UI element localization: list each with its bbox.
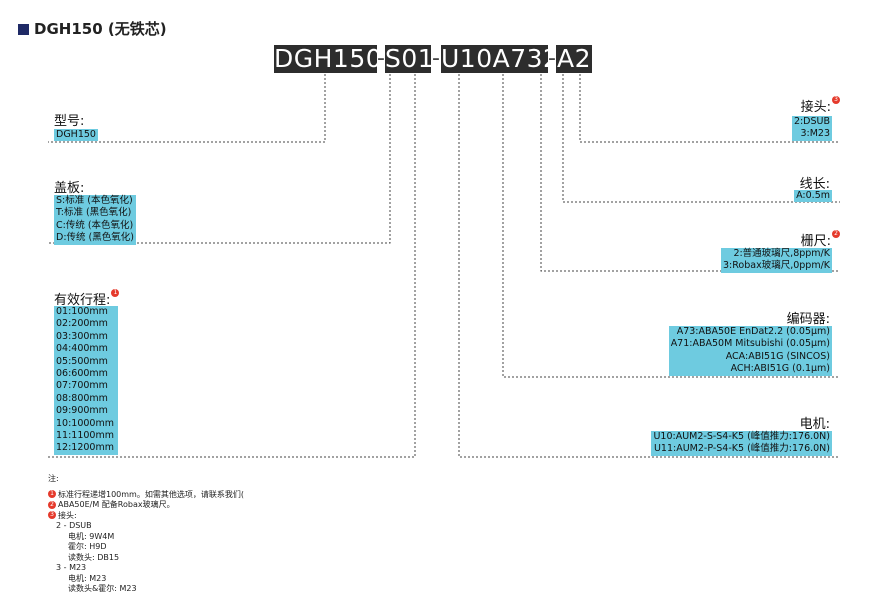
note-sub-line: 电机: 9W4M bbox=[68, 531, 115, 541]
stroke-option: 06:600mm bbox=[56, 368, 108, 380]
encoder-option: ACA:ABI51G (SINCOS) bbox=[725, 350, 830, 362]
motor-option: U10:AUM2-S-S4-K5 (峰值推力:176.0N) bbox=[653, 431, 830, 442]
grating-option: 2:普通玻璃尺,8ppm/K bbox=[733, 248, 830, 259]
note-badge-icon: 1 bbox=[111, 289, 120, 297]
encoder-option: A71:ABA50M Mitsubishi (0.05μm) bbox=[670, 338, 830, 350]
page-title: DGH150 (无铁芯) bbox=[34, 20, 167, 38]
code-separator: - bbox=[432, 46, 440, 71]
code-segment-cable-connector: A2 bbox=[556, 44, 592, 73]
stroke-option: 05:500mm bbox=[56, 355, 108, 367]
stroke-option: 12:1200mm bbox=[56, 442, 114, 454]
connector-option: 3:M23 bbox=[800, 128, 830, 140]
code-separator: - bbox=[377, 46, 385, 71]
motor-label: 电机: bbox=[799, 417, 830, 432]
encoder-option: ACH:ABI51G (0.1μm) bbox=[730, 363, 830, 375]
encoder-option: A73:ABA50E EnDat2.2 (0.05μm) bbox=[676, 326, 830, 337]
stroke-option: 07:700mm bbox=[56, 380, 108, 392]
connector-options: 2:DSUB 3:M23 bbox=[791, 116, 832, 141]
connector-label: 接头:3 bbox=[801, 96, 840, 115]
note-sub-line: 电机: M23 bbox=[68, 573, 107, 583]
stroke-option: 03:300mm bbox=[56, 330, 108, 342]
code-segment-cover-stroke: S01 bbox=[385, 44, 435, 73]
cover-option: D:传统 (黑色氧化) bbox=[56, 232, 134, 244]
title-square-icon bbox=[18, 24, 29, 35]
note-sub-line: 读数头: DB15 bbox=[68, 552, 120, 562]
note-badge-icon: 1 bbox=[48, 490, 56, 498]
grating-label-text: 栅尺: bbox=[800, 234, 831, 249]
stroke-option: 01:100mm bbox=[56, 306, 108, 317]
stroke-option: 08:800mm bbox=[56, 392, 108, 404]
note-1-text: 标准行程递增100mm。如需其他选项，请联系我们( bbox=[58, 489, 244, 499]
stroke-option: 02:200mm bbox=[56, 318, 108, 330]
stroke-option: 10:1000mm bbox=[56, 417, 114, 429]
cable-options: A:0.5m bbox=[794, 190, 832, 203]
note-badge-icon: 2 bbox=[832, 230, 840, 238]
model-label: 型号: bbox=[54, 114, 85, 129]
note-sub-line: 读数头&霍尔: M23 bbox=[68, 584, 137, 593]
note-3-text: 接头: bbox=[58, 510, 77, 520]
code-separator: - bbox=[548, 46, 556, 71]
encoder-label: 编码器: bbox=[786, 312, 830, 327]
stroke-label: 有效行程:1 bbox=[54, 289, 120, 308]
grating-label: 栅尺:2 bbox=[801, 230, 840, 249]
stroke-option: 04:400mm bbox=[56, 343, 108, 355]
encoder-options: A73:ABA50E EnDat2.2 (0.05μm) A71:ABA50M … bbox=[668, 326, 832, 376]
model-options: DGH150 bbox=[54, 129, 98, 142]
cover-options: S:标准 (本色氧化) T:标准 (黑色氧化) C:传统 (本色氧化) D:传统… bbox=[54, 195, 136, 245]
grating-options: 2:普通玻璃尺,8ppm/K 3:Robax玻璃尺,0ppm/K bbox=[720, 248, 832, 273]
code-segment-model: DGH150 bbox=[274, 44, 383, 73]
note-sub-line: 霍尔: H9D bbox=[68, 542, 107, 551]
stroke-options: 01:100mm 02:200mm 03:300mm 04:400mm 05:5… bbox=[54, 306, 118, 455]
grating-option: 3:Robax玻璃尺,0ppm/K bbox=[722, 260, 830, 272]
cover-option: S:标准 (本色氧化) bbox=[56, 195, 133, 206]
connector-option: 2:DSUB bbox=[793, 116, 830, 127]
cable-label: 线长: bbox=[799, 177, 830, 192]
cover-option: T:标准 (黑色氧化) bbox=[56, 207, 132, 219]
note-badge-icon: 3 bbox=[832, 96, 840, 104]
note-sub-head: 2 - DSUB bbox=[56, 521, 92, 530]
code-segment-motor-encoder-grating: U10A732 bbox=[441, 44, 560, 73]
motor-options: U10:AUM2-S-S4-K5 (峰值推力:176.0N) U11:AUM2-… bbox=[651, 431, 832, 456]
note-badge-icon: 3 bbox=[48, 511, 56, 519]
stroke-label-text: 有效行程: bbox=[54, 293, 111, 308]
motor-option: U11:AUM2-P-S4-K5 (峰值推力:176.0N) bbox=[653, 443, 830, 455]
cover-label: 盖板: bbox=[54, 181, 85, 196]
note-2-text: ABA50E/M 配备Robax玻璃尺。 bbox=[58, 500, 175, 509]
connector-label-text: 接头: bbox=[800, 100, 831, 115]
cable-option: A:0.5m bbox=[796, 190, 830, 201]
model-option: DGH150 bbox=[56, 129, 96, 140]
notes-title: 注: bbox=[48, 474, 59, 483]
stroke-option: 09:900mm bbox=[56, 405, 108, 417]
stroke-option: 11:1100mm bbox=[56, 430, 114, 442]
note-badge-icon: 2 bbox=[48, 500, 56, 509]
note-sub-head: 3 - M23 bbox=[56, 563, 87, 572]
cover-option: C:传统 (本色氧化) bbox=[56, 219, 134, 231]
